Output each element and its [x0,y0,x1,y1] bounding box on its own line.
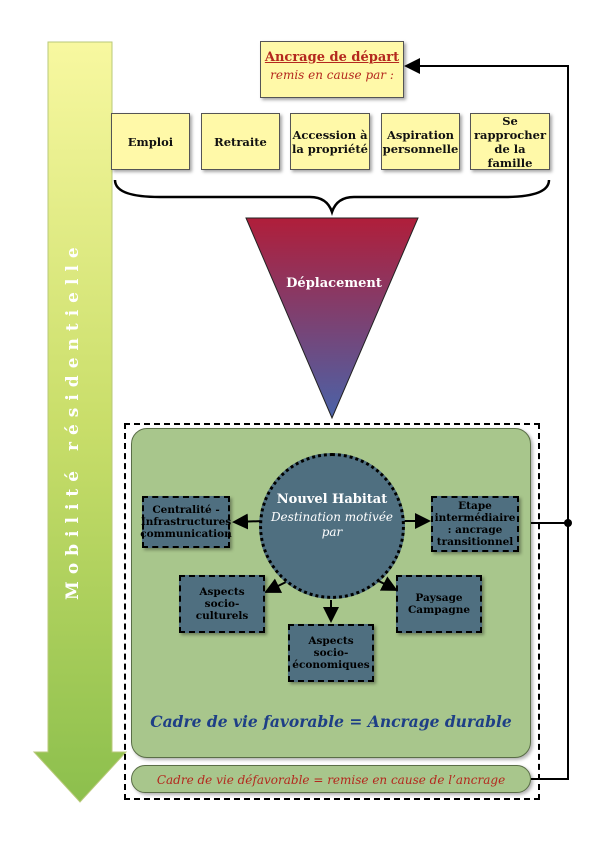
displacement-label: Déplacement [286,276,382,291]
habitat-subtitle: Destination motivée par [270,510,394,539]
defavorable-panel: Cadre de vie défavorable = remise en cau… [131,765,531,793]
reason-retraite: Retraite [201,113,280,170]
reason-aspiration: Aspiration personnelle [381,113,460,170]
factor-centralite: Centralité - Infrastructures communicati… [140,496,232,548]
curly-brace [113,179,551,216]
anchor-title: Ancrage de départ [264,50,400,65]
factor-etape: Etape intermédiaire : ancrage transition… [431,496,519,552]
factor-socio-economiques: Aspects socio-économiques [288,624,374,682]
reason-emploi: Emploi [111,113,190,170]
displacement-triangle [245,217,419,420]
habitat-circle: Nouvel Habitat Destination motivée par [259,453,405,599]
reason-famille: Se rapprocher de la famille [470,113,550,170]
outcome-container [124,423,540,800]
factor-socio-culturels: Aspects socio-culturels [179,575,265,633]
habitat-title: Nouvel Habitat [276,492,388,507]
reason-accession: Accession à la propriété [290,113,370,170]
anchor-box: Ancrage de départ remis en cause par : [260,41,404,98]
feedback-line [404,58,569,780]
junction-dot [564,519,572,527]
anchor-subtitle: remis en cause par : [270,68,394,82]
factor-paysage: Paysage Campagne [396,575,482,633]
favorable-label: Cadre de vie favorable = Ancrage durable [150,712,512,731]
